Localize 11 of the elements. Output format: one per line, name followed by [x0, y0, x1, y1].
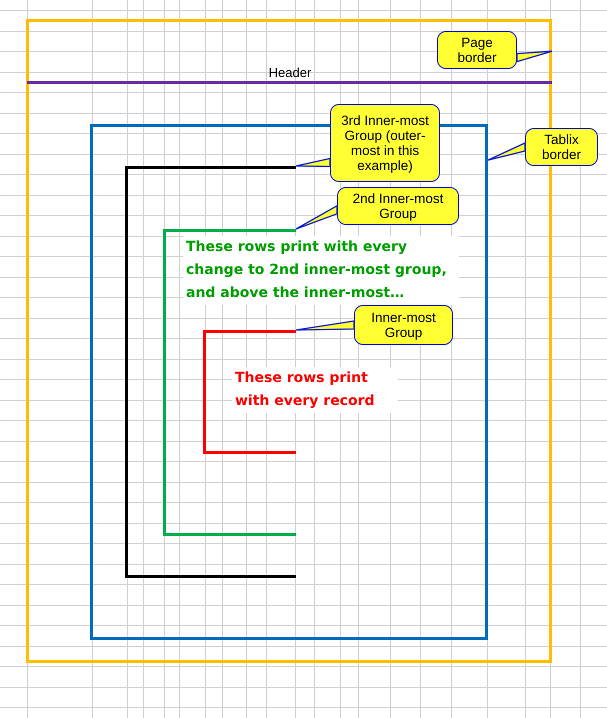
callout-pointer [295, 204, 338, 230]
note-text: These rows print with every record [232, 367, 398, 413]
callout-bubble: Page border [437, 31, 517, 69]
callout-pointer [295, 320, 355, 331]
callout-pointer [516, 50, 553, 62]
callout-pointer [295, 158, 331, 168]
callout-pointer [487, 142, 526, 161]
note-text: These rows print with every change to 2nd inner-most group, and above the inner-most… [183, 236, 459, 305]
header-text: Header [268, 65, 312, 80]
callout-bubble: 3rd Inner-most Group (outer-most in this example) [330, 104, 440, 182]
callout-bubble: Inner-most Group [354, 305, 453, 345]
